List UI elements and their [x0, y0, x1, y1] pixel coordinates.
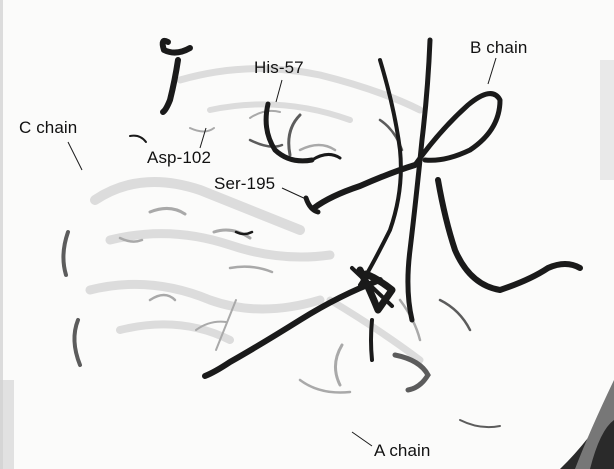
b-chain-leader — [488, 58, 496, 84]
a-chain-label: A chain — [374, 441, 430, 461]
b-chain-label: B chain — [470, 38, 527, 58]
ser195-leader — [282, 188, 308, 200]
ser195-label: Ser-195 — [214, 174, 275, 194]
his57-leader — [276, 80, 282, 102]
c-chain-label: C chain — [19, 118, 77, 138]
c-chain-leader — [68, 142, 82, 170]
his57-label: His-57 — [254, 58, 304, 78]
asp102-label: Asp-102 — [147, 148, 211, 168]
a-chain-leader — [352, 432, 372, 446]
c-chain-faint-ribbon — [90, 69, 420, 360]
